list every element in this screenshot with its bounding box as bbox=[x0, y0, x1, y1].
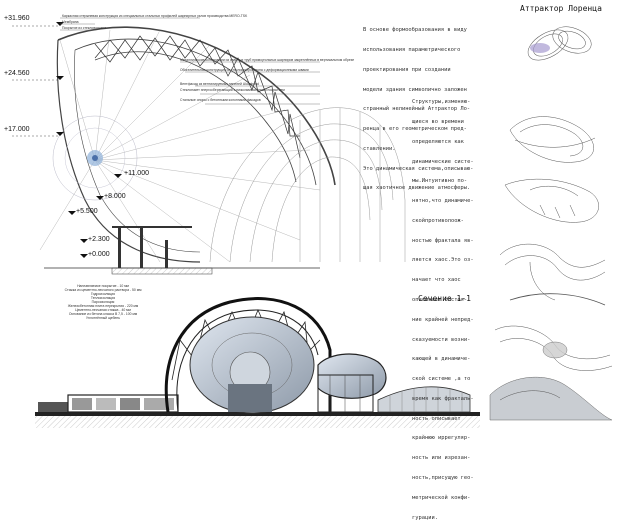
annotations-bottom: Наплавляемое покрытие - 10 мм Стяжка из … bbox=[58, 284, 148, 320]
annotation: Стальные опоры с бетонными колоннами фас… bbox=[180, 98, 261, 102]
text-line: метрической конфи- bbox=[412, 494, 471, 501]
text-line: странный нелинейный Аттрактор Ло- bbox=[363, 106, 471, 113]
text-line: крайнюю иррегуляр- bbox=[412, 435, 471, 442]
annotation: Каркасная стержневая конструкция из спец… bbox=[62, 14, 248, 18]
annotation: Уплотнённый щебень bbox=[85, 316, 121, 320]
annotation: Вентфасад из вентилируемых панелей Aluco… bbox=[180, 82, 259, 86]
level-8000: +8.000 bbox=[104, 193, 126, 200]
text-line: кающей в динамиче- bbox=[412, 356, 471, 363]
annotation: Гидроизоляция bbox=[91, 292, 115, 296]
annotation: Стеклопакет энергосберегающий с низкоэми… bbox=[180, 88, 285, 92]
text-line: проектирования при создании bbox=[363, 66, 451, 73]
annotation: Металлические конструкции из сварных тру… bbox=[180, 58, 355, 62]
annotation: Теплоизоляция bbox=[90, 296, 116, 300]
text-line: использования параметрического bbox=[363, 46, 461, 53]
intro-paragraph: В основе формообразования в виду использ… bbox=[363, 14, 473, 199]
drawing-canvas bbox=[12, 17, 613, 428]
annotation: Наплавляемое покрытие - 10 мм bbox=[77, 284, 129, 288]
text-line: ность,присущую гео- bbox=[412, 475, 474, 482]
attractor-title: Аттрактор Лоренца bbox=[520, 4, 602, 13]
text-line: время как фракталь- bbox=[412, 395, 474, 402]
text-line: ставлении. bbox=[363, 145, 396, 152]
upper-shell bbox=[56, 26, 336, 263]
level-24560: +24.560 bbox=[4, 70, 30, 77]
lower-section bbox=[35, 297, 480, 428]
ground-structure bbox=[111, 226, 213, 275]
text-line: ние крайней непред- bbox=[412, 316, 474, 323]
text-line: мы.Интуитивно по- bbox=[412, 178, 468, 185]
text-line: Структуры,изменяю- bbox=[412, 99, 471, 106]
text-line: ностью фрактала яв- bbox=[412, 237, 474, 244]
text-line: гурации. bbox=[412, 514, 438, 521]
text-line: ренца в его геометрическом пред- bbox=[363, 126, 467, 133]
radial-lines bbox=[39, 29, 321, 263]
text-line: ской системе ,а то bbox=[412, 376, 471, 383]
annotation: Железобетонная плита перекрытия - 220 мм bbox=[67, 304, 139, 308]
annotation: Мембрана bbox=[62, 20, 79, 24]
text-line: щая хаотичное движение атмосферы. bbox=[363, 185, 471, 192]
level-5500: +5.500 bbox=[76, 208, 98, 215]
annotation: Пароизоляция bbox=[91, 300, 115, 304]
text-line: ляется хаос.Это оз- bbox=[412, 257, 474, 264]
text-line: Это динамическая система,описываю- bbox=[363, 165, 474, 172]
annotation: Обогатительная конструкция из стеклофибр… bbox=[180, 68, 309, 72]
level-17000: +17.000 bbox=[4, 126, 30, 133]
annotation: Покрытие из стекловолокна bbox=[62, 26, 107, 30]
annotation: Цементно-песчаная стяжка - 40 мм bbox=[75, 308, 131, 312]
attractor-sketches bbox=[489, 26, 613, 421]
text-line: нятно,что динамиче- bbox=[412, 198, 474, 205]
level-0000: +0.000 bbox=[88, 251, 110, 258]
level-2300: +2.300 bbox=[88, 236, 110, 243]
text-line: модели здания символично заложен bbox=[363, 86, 467, 93]
annotations-top: Каркасная стержневая конструкция из спец… bbox=[62, 14, 247, 30]
section-label: Сечение 1-1 bbox=[418, 294, 471, 303]
lorenz-butterfly bbox=[527, 26, 592, 61]
text-line: описывает состоя- bbox=[412, 297, 468, 303]
annotations-mid: Металлические конструкции из сварных тру… bbox=[180, 58, 354, 102]
text-line: динамические систе- bbox=[412, 158, 474, 165]
level-11000: +11.000 bbox=[124, 170, 149, 177]
text-line: начает что хаос bbox=[412, 277, 461, 284]
text-line: В основе формообразования в виду bbox=[363, 27, 467, 34]
sphere-burst bbox=[52, 115, 138, 201]
text-line: щиеся во времени bbox=[412, 118, 464, 125]
text-line: ность описывает bbox=[412, 415, 461, 422]
annotation: Основание из бетона класса В 7,5 - 100 м… bbox=[68, 312, 138, 316]
level-31960: +31.960 bbox=[4, 15, 30, 22]
annotation: Стяжка из цементно-песчаного раствора - … bbox=[64, 288, 142, 292]
chaos-paragraph: Структуры,изменяю- щиеся во времени опре… bbox=[412, 86, 474, 528]
text-line: определяются как bbox=[412, 138, 464, 145]
leader-lines bbox=[60, 17, 320, 105]
text-line: сказуемости возни- bbox=[412, 336, 471, 343]
text-line: скойпротиволоож- bbox=[412, 217, 464, 224]
text-line: ность или изрезан- bbox=[412, 455, 471, 462]
